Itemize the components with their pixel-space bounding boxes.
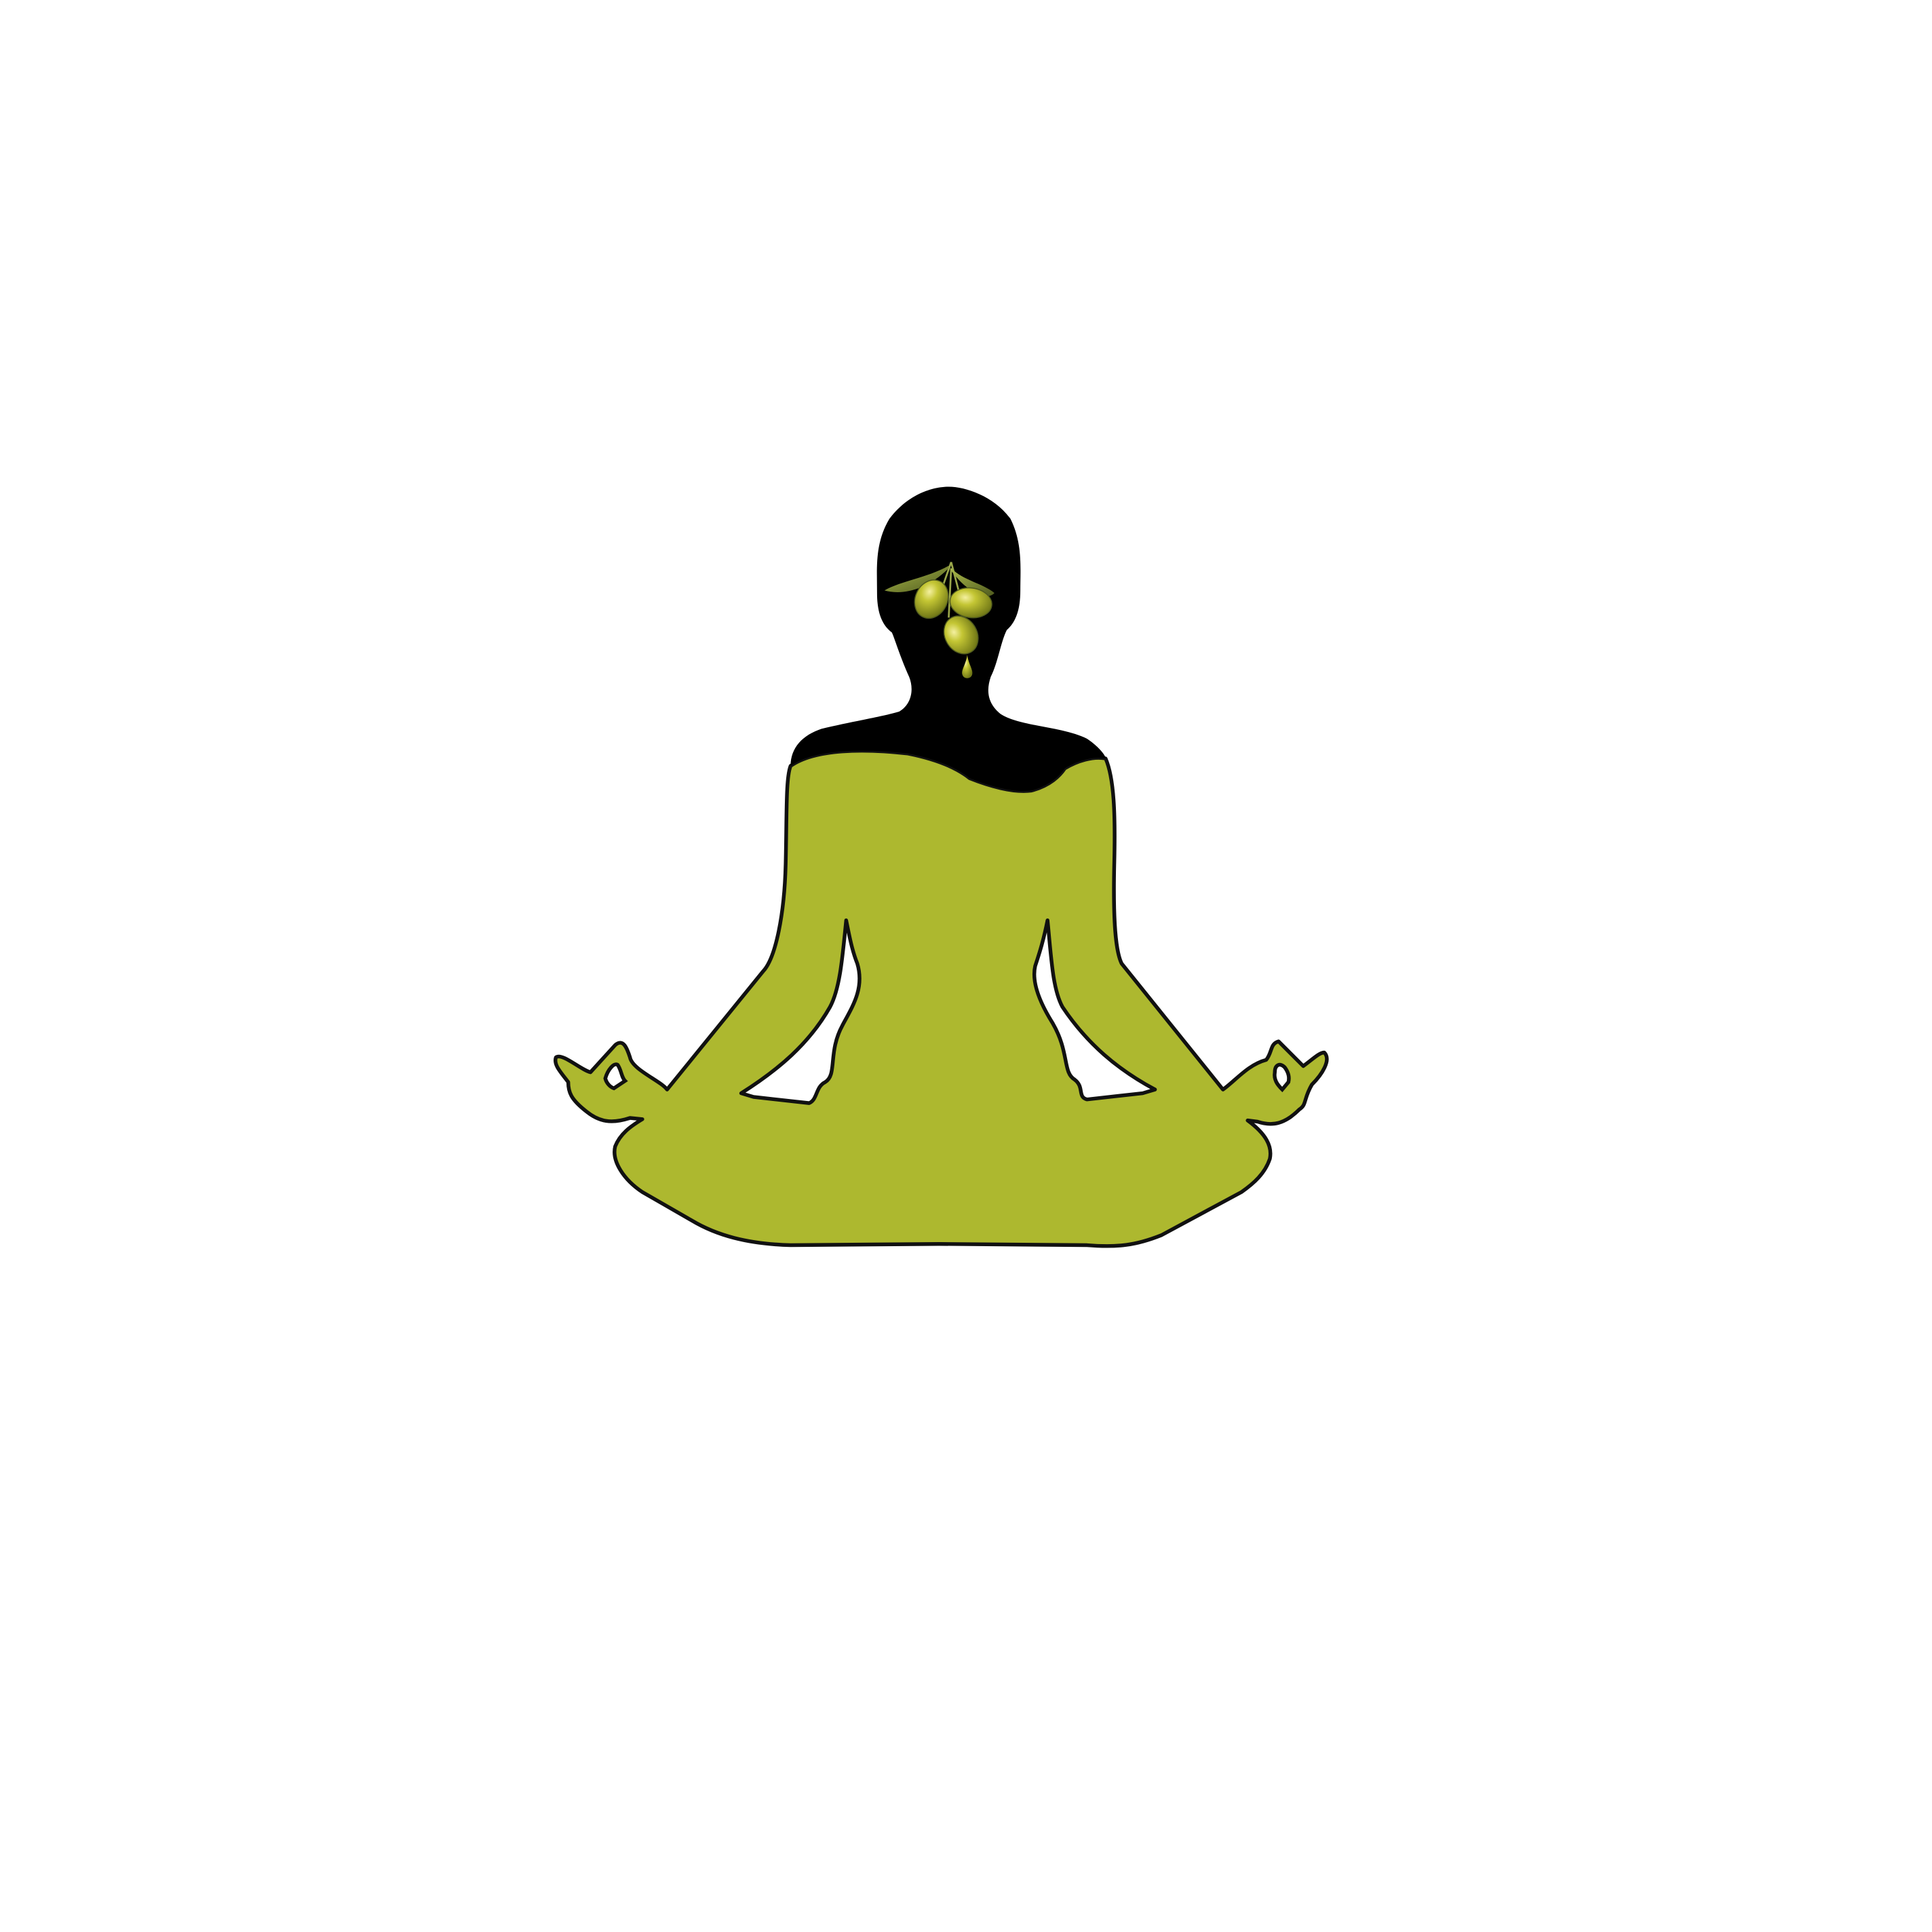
olive-leaf-right: [951, 568, 994, 596]
right-hand-loop: [1273, 1062, 1291, 1093]
figure-body: [554, 748, 1329, 1248]
olive-bottom: [943, 615, 979, 655]
left-arm-gap: [739, 918, 862, 1105]
olive-right: [949, 587, 992, 619]
olive-left: [914, 579, 949, 619]
right-arm-gap: [1032, 918, 1157, 1102]
left-hand-loop: [603, 1062, 628, 1091]
oil-drop-icon: [962, 655, 973, 678]
olive-leaf-left: [884, 566, 949, 593]
olive-branch-icon: [884, 562, 994, 678]
